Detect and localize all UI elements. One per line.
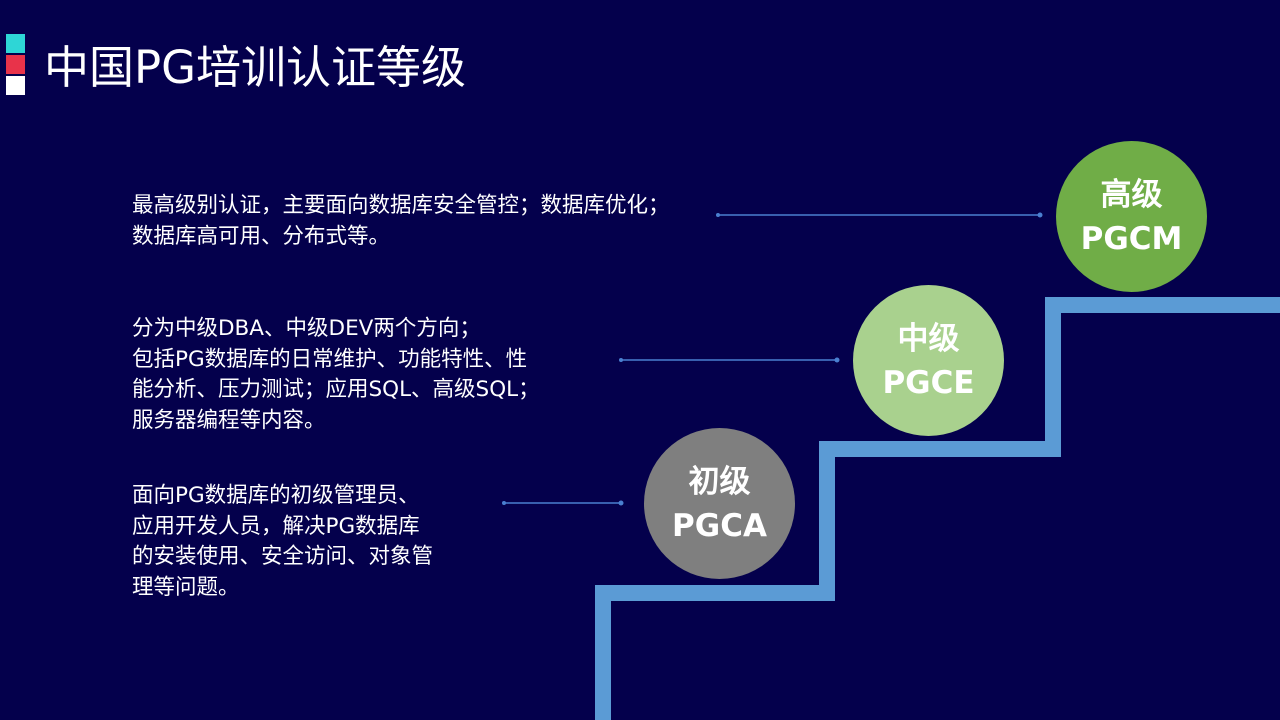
level-circle-pgce: 中级 PGCE: [853, 285, 1004, 436]
description-line: 包括PG数据库的日常维护、功能特性、性: [132, 346, 528, 372]
level-name: 高级: [1100, 176, 1163, 213]
high-level-description: 最高级别认证，主要面向数据库安全管控；数据库优化； 数据库高可用、分布式等。: [132, 191, 670, 252]
description-line: 应用开发人员，解决PG数据库: [132, 513, 420, 539]
logo-cyan-block: [6, 34, 25, 53]
level-code: PGCE: [882, 364, 975, 401]
level-name: 初级: [688, 463, 751, 500]
connector-dot-high-right: [1037, 212, 1043, 218]
description-line: 服务器编程等内容。: [132, 407, 326, 433]
connector-dot-mid-left: [619, 358, 623, 362]
connector-dot-high-left: [716, 213, 720, 217]
level-code: PGCM: [1080, 220, 1183, 257]
logo-white-block: [6, 76, 25, 95]
description-line: 面向PG数据库的初级管理员、: [132, 483, 420, 508]
connector-dot-mid-right: [834, 357, 840, 363]
level-name: 中级: [897, 320, 960, 357]
stair-line: [595, 297, 1280, 720]
level-code: PGCA: [672, 507, 767, 544]
level-circle-pgca: 初级 PGCA: [644, 428, 795, 579]
level-circle-pgcm: 高级 PGCM: [1056, 141, 1207, 292]
low-level-description: 面向PG数据库的初级管理员、 应用开发人员，解决PG数据库 的安装使用、安全访问…: [132, 481, 433, 603]
description-line: 数据库高可用、分布式等。: [132, 223, 391, 249]
description-line: 能分析、压力测试；应用SQL、高级SQL；: [132, 377, 540, 402]
connector-dot-low-right: [618, 500, 624, 506]
logo-red-block: [6, 55, 25, 74]
page-title: 中国PG培训认证等级: [44, 41, 467, 94]
description-line: 最高级别认证，主要面向数据库安全管控；数据库优化；: [132, 193, 670, 218]
description-line: 的安装使用、安全访问、对象管: [132, 544, 434, 569]
description-line: 分为中级DBA、中级DEV两个方向；: [132, 316, 481, 341]
description-line: 理等问题。: [132, 574, 240, 600]
connector-dot-low-left: [502, 501, 506, 505]
mid-level-description: 分为中级DBA、中级DEV两个方向； 包括PG数据库的日常维护、功能特性、性 能…: [132, 314, 540, 436]
